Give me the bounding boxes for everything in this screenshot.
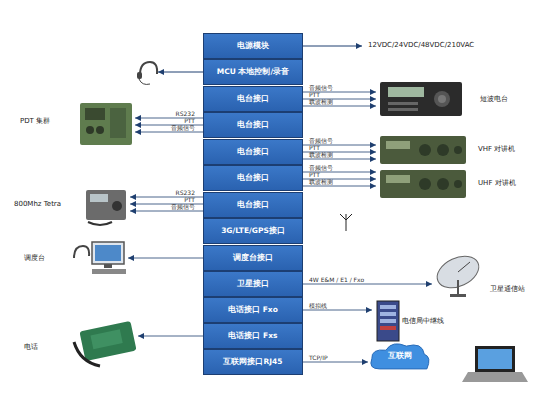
signal-label: 音频信号 <box>171 125 195 131</box>
interface-label: 调度台接口 <box>233 253 273 263</box>
vhf-radio-icon <box>380 136 466 164</box>
signal-label: 音频信号 <box>309 165 333 171</box>
pdt-device: PDT 集群 <box>20 98 135 148</box>
signal-label: 载波检测 <box>309 99 333 105</box>
device-label: 卫星通信站 <box>490 284 525 294</box>
signal-label: TCP/IP <box>309 355 328 361</box>
interface-box: 互联网接口RJ45 <box>203 349 303 375</box>
interface-box: 电台接口 <box>203 165 303 191</box>
interface-label: 电台接口 <box>237 173 269 183</box>
interface-box: 电台接口 <box>203 192 303 218</box>
hf-radio-device: 短波电台 <box>376 78 546 122</box>
signal-connector <box>128 258 203 259</box>
interface-box: MCU 本地控制/录音 <box>203 59 303 85</box>
signal-label: 音频信号 <box>309 138 333 144</box>
signal-label: 载波检测 <box>309 179 333 185</box>
device-label: PDT 集群 <box>20 116 50 126</box>
device-label: 调度台 <box>24 253 45 263</box>
signal-label: RS232 <box>176 190 195 196</box>
interface-box: 电话接口 Fxo <box>203 297 303 323</box>
device-label: 互联网 <box>368 351 432 361</box>
interface-box: 电源模块 <box>203 33 303 59</box>
interface-label: 3G/LTE/GPS接口 <box>221 226 285 236</box>
interface-box: 卫星接口 <box>203 271 303 297</box>
signal-label: PTT <box>309 92 320 98</box>
interface-box: 3G/LTE/GPS接口 <box>203 218 303 244</box>
interface-label: MCU 本地控制/录音 <box>217 67 289 77</box>
trunk-line-device: 电信局中继线 <box>372 298 482 344</box>
interface-label: 电台接口 <box>237 120 269 130</box>
pdt-terminal-icon <box>80 103 132 145</box>
hf-radio-icon <box>380 82 462 116</box>
device-label: 电话 <box>24 342 38 352</box>
interface-box: 电台接口 <box>203 112 303 138</box>
tetra-radio-icon <box>86 190 126 225</box>
interface-label: 电源模块 <box>237 41 269 51</box>
device-label: UHF 对讲机 <box>478 178 516 188</box>
signal-label: PTT <box>309 172 320 178</box>
signal-connector <box>303 310 372 311</box>
signal-connector <box>303 284 432 285</box>
uhf-radio-icon <box>380 170 466 198</box>
dispatch-console-device: 调度台 <box>24 238 128 278</box>
signal-connector <box>303 186 376 187</box>
interface-label: 电话接口 Fxo <box>228 305 278 315</box>
power-arrow <box>303 46 362 47</box>
signal-connector <box>303 106 376 107</box>
power-spec-label: 12VDC/24VDC/48VDC/210VAC <box>368 41 474 49</box>
signal-connector <box>135 132 203 133</box>
interface-label: 电话接口 Fxs <box>228 331 277 341</box>
interface-box: 调度台接口 <box>203 245 303 271</box>
interface-label: 电台接口 <box>237 94 269 104</box>
headset-icon <box>137 62 157 84</box>
signal-connector <box>138 336 203 337</box>
telecom-rack-icon <box>377 301 399 341</box>
uhf-radio-device: UHF 对讲机 <box>376 166 546 200</box>
device-label: 电信局中继线 <box>402 316 444 326</box>
laptop-icon <box>462 346 528 382</box>
signal-label: 音频信号 <box>171 204 195 210</box>
interface-box: 电话接口 Fxs <box>203 323 303 349</box>
antenna-icon <box>340 214 352 231</box>
device-label: VHF 对讲机 <box>478 144 515 154</box>
signal-label: PTT <box>184 118 195 124</box>
signal-label: 4W E&M / E1 / Fxo <box>309 277 364 283</box>
interface-label: 卫星接口 <box>237 279 269 289</box>
device-label: 800Mhz Tetra <box>14 200 61 208</box>
satellite-dish-icon <box>432 250 484 297</box>
signal-label: 模拟线 <box>309 303 327 309</box>
telephone-device: 电话 <box>24 318 138 368</box>
internet-cloud: 互联网 <box>368 340 432 374</box>
headset-arrow <box>158 72 203 73</box>
device-label: 短波电台 <box>480 94 508 104</box>
tetra-device: 800Mhz Tetra <box>14 186 130 224</box>
interface-label: 电台接口 <box>237 147 269 157</box>
signal-label: 载波检测 <box>309 152 333 158</box>
interface-box: 电台接口 <box>203 86 303 112</box>
field-telephone-icon <box>74 321 137 366</box>
signal-label: PTT <box>184 197 195 203</box>
signal-label: 音频信号 <box>309 85 333 91</box>
vhf-radio-device: VHF 对讲机 <box>376 132 546 166</box>
signal-connector <box>303 362 368 363</box>
interface-label: 互联网接口RJ45 <box>223 357 282 367</box>
interface-box: 电台接口 <box>203 139 303 165</box>
interface-label: 电台接口 <box>237 200 269 210</box>
satellite-station-device: 卫星通信站 <box>432 252 552 300</box>
dispatch-console-icon <box>74 242 126 274</box>
signal-connector <box>130 211 203 212</box>
signal-connector <box>303 159 376 160</box>
signal-label: PTT <box>309 145 320 151</box>
signal-label: RS232 <box>176 111 195 117</box>
